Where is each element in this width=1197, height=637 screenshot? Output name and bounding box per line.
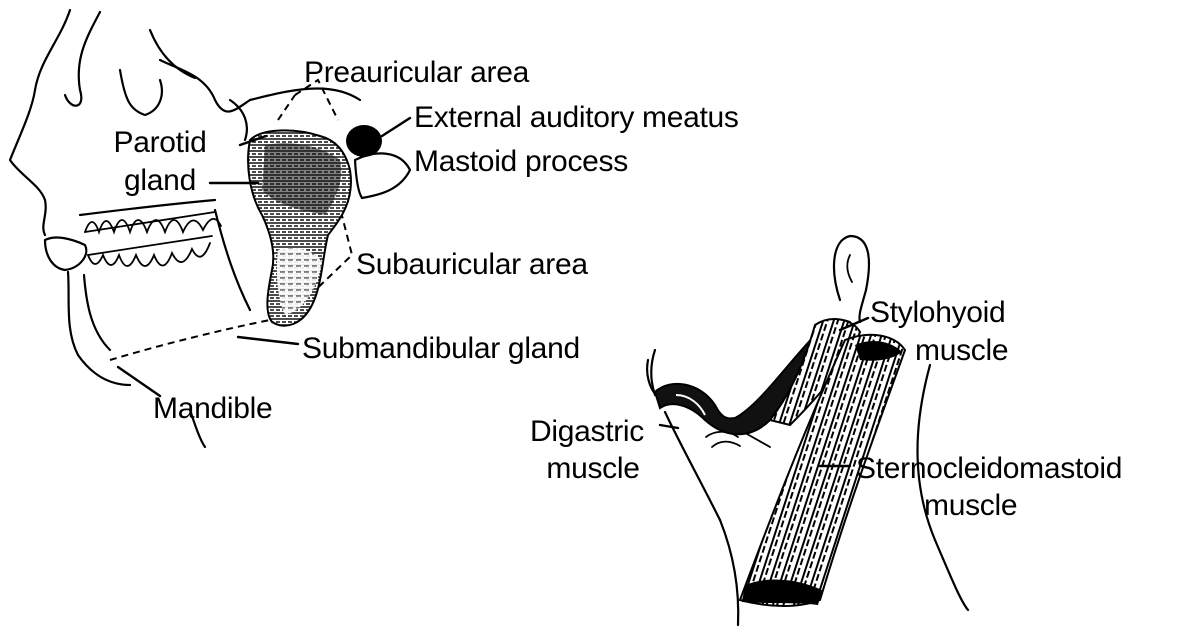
label-digastric-line2: muscle (528, 452, 658, 486)
label-digastric-line1: Digastric (512, 415, 662, 449)
label-sternocleidomastoid-line2: muscle (924, 489, 1017, 523)
label-stylohyoid-line1: Stylohyoid (870, 296, 1005, 330)
label-submandibular-gland: Submandibular gland (302, 332, 580, 366)
label-sternocleidomastoid-line1: Sternocleidomastoid (856, 452, 1122, 486)
label-parotid-gland-line2: gland (110, 164, 210, 198)
label-mandible: Mandible (153, 392, 272, 426)
meatus-dot (346, 125, 382, 157)
label-mastoid-process: Mastoid process (414, 145, 628, 179)
label-parotid-gland-line1: Parotid (104, 126, 216, 160)
label-external-auditory-meatus: External auditory meatus (414, 101, 739, 135)
label-stylohyoid-line2: muscle (915, 334, 1008, 368)
label-subauricular-area: Subauricular area (356, 248, 588, 282)
parotid-gland-shape (248, 130, 351, 325)
label-preauricular-area: Preauricular area (304, 56, 529, 90)
